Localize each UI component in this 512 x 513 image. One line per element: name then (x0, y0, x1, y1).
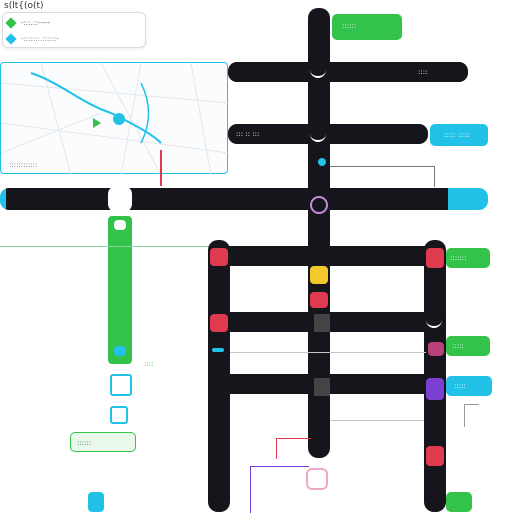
play-icon (93, 118, 101, 128)
green-row-a-chip[interactable]: ::::::: (446, 248, 490, 268)
connector-line (330, 166, 435, 187)
cyan-row-c-label: ::::: (454, 382, 466, 390)
green-corner-chip[interactable] (446, 492, 472, 512)
chevron-icon[interactable] (310, 68, 326, 78)
green-bar-top-icon (114, 220, 126, 230)
cyan-button[interactable] (88, 492, 104, 512)
red-marker[interactable] (210, 314, 228, 332)
red-marker[interactable] (210, 248, 228, 266)
green-indicator-icon (5, 17, 17, 29)
yellow-marker[interactable] (310, 266, 328, 284)
outline-square-button[interactable] (110, 374, 132, 396)
connector-line (330, 420, 424, 421)
chevron-icon[interactable] (310, 132, 326, 142)
cyan-right-chip-label: ::::: ::::: (444, 131, 470, 139)
white-tab[interactable] (108, 186, 132, 212)
spine-gap-box (314, 378, 330, 396)
map-panel[interactable]: :::::::::::: (0, 62, 230, 176)
map-canvas (0, 62, 230, 176)
map-pointer-line (160, 150, 168, 186)
notification-line-2: -:::::::.::::::- (21, 35, 59, 43)
outline-square-button[interactable] (110, 406, 128, 424)
green-row-b-label: ::::: (452, 342, 464, 350)
band-3 (0, 188, 488, 210)
left-badge-label: :::::: (77, 439, 92, 447)
red-marker[interactable] (310, 292, 328, 308)
connector-line (464, 404, 479, 427)
purple-marker[interactable] (426, 378, 444, 400)
top-green-chip[interactable]: :::::: (332, 14, 402, 40)
chevron-icon[interactable] (426, 318, 442, 328)
band-2 (228, 124, 428, 144)
green-row-a-label: ::::::: (450, 254, 467, 262)
spine-gap-box (314, 314, 330, 332)
map-caption: :::::::::::: (9, 161, 38, 169)
cyan-right-chip[interactable]: ::::: ::::: (430, 124, 488, 146)
notification-panel: -:::.::----- -:::::::.::::::- (2, 12, 146, 48)
purple-marker[interactable] (428, 342, 444, 356)
cyan-row-c-chip[interactable]: ::::: (446, 376, 492, 396)
red-marker[interactable] (426, 248, 444, 268)
green-bar-bottom-icon (114, 346, 126, 356)
band-1 (228, 62, 468, 82)
ring-icon[interactable] (310, 196, 328, 214)
pink-button[interactable] (306, 468, 328, 490)
cyan-small-marker[interactable] (212, 348, 224, 352)
status-pill-text: :::: (144, 360, 154, 368)
red-marker[interactable] (426, 446, 444, 466)
connector-line (230, 352, 426, 353)
band-1-label: :::: (418, 68, 428, 76)
red-connector (276, 438, 311, 459)
notification-line-1: -:::.::----- (21, 19, 51, 27)
cyan-indicator-icon (5, 33, 17, 45)
purple-connector (250, 466, 309, 513)
ladder-rung-1 (208, 246, 446, 266)
central-spine (308, 8, 330, 458)
left-badge[interactable]: :::::: (70, 432, 136, 452)
app-title: s(lt{(o(t) (4, 1, 44, 11)
green-row-b-chip[interactable]: ::::: (446, 336, 490, 356)
top-green-chip-label: :::::: (342, 22, 357, 30)
small-square-icon[interactable] (318, 158, 326, 166)
green-vertical-bar[interactable] (108, 216, 132, 364)
left-grid-line (0, 246, 290, 247)
band-2-label: ::: :: ::: (236, 130, 260, 138)
map-pin-icon (113, 113, 125, 125)
